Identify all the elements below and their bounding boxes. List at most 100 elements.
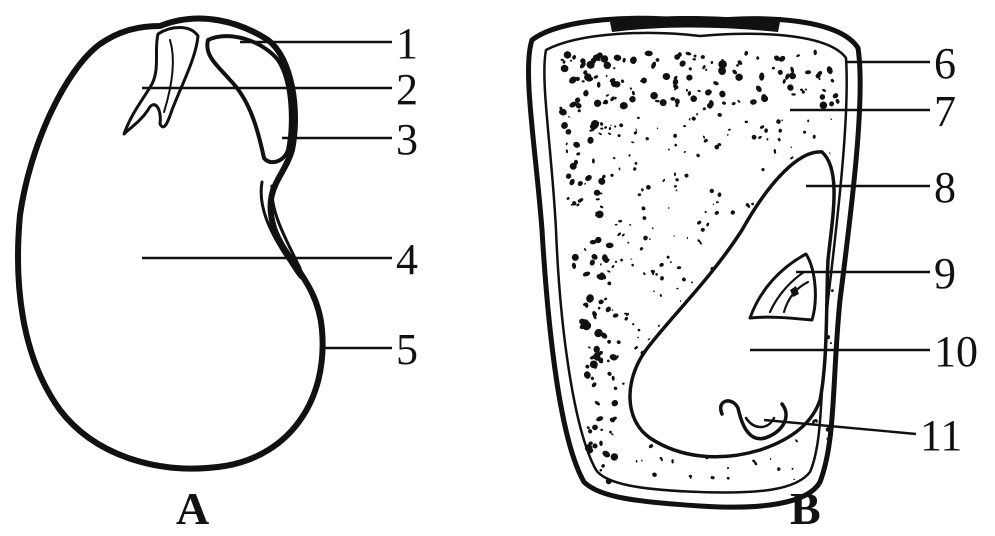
endosperm-speckle	[584, 174, 593, 183]
endosperm-speckle	[604, 126, 608, 130]
endosperm-speckle	[830, 289, 834, 293]
endosperm-speckle	[691, 116, 697, 122]
endosperm-speckle	[641, 206, 646, 211]
endosperm-speckle	[813, 49, 817, 55]
endosperm-speckle	[638, 193, 642, 196]
endosperm-speckle	[627, 241, 629, 243]
endosperm-speckle	[635, 128, 637, 131]
endosperm-speckle	[577, 180, 584, 187]
endosperm-speckle	[674, 172, 676, 176]
endosperm-speckle	[696, 153, 701, 158]
panel-a-caption: A	[176, 483, 209, 534]
endosperm-speckle	[796, 54, 801, 58]
endosperm-speckle	[716, 201, 720, 204]
endosperm-speckle	[761, 168, 765, 172]
endosperm-speckle	[565, 142, 568, 145]
endosperm-speckle	[805, 70, 811, 74]
label-6: 6	[934, 39, 956, 88]
endosperm-speckle	[595, 198, 599, 201]
endosperm-speckle	[649, 238, 651, 240]
endosperm-speckle	[659, 98, 668, 107]
endosperm-speckle	[659, 294, 662, 298]
endosperm-speckle	[778, 128, 782, 133]
endosperm-speckle	[595, 415, 604, 422]
endosperm-speckle	[722, 101, 727, 105]
endosperm-speckle	[591, 381, 598, 388]
label-10: 10	[934, 327, 978, 376]
endosperm-speckle	[820, 94, 825, 100]
endosperm-speckle	[727, 467, 730, 470]
label-9: 9	[934, 249, 956, 298]
corn-cotyledon	[630, 152, 834, 457]
endosperm-speckle	[585, 364, 590, 369]
endosperm-speckle	[613, 386, 618, 391]
endosperm-speckle	[737, 99, 741, 103]
endosperm-speckle	[744, 50, 749, 56]
endosperm-speckle	[587, 137, 593, 144]
endosperm-speckle	[675, 189, 677, 191]
endosperm-speckle	[597, 82, 601, 88]
endosperm-speckle	[826, 66, 834, 75]
endosperm-speckle	[755, 84, 763, 93]
endosperm-speckle	[628, 154, 631, 157]
endosperm-speckle	[676, 288, 678, 290]
endosperm-speckle	[714, 210, 720, 215]
endosperm-speckle	[611, 265, 615, 269]
endosperm-speckle	[697, 90, 701, 93]
endosperm-speckle	[592, 158, 595, 163]
endosperm-speckle	[675, 178, 679, 182]
endosperm-speckle	[588, 346, 592, 349]
endosperm-speckle	[751, 202, 754, 205]
endosperm-speckle	[703, 135, 706, 139]
endosperm-speckle	[758, 135, 763, 139]
endosperm-speckle	[645, 184, 652, 191]
endosperm-speckle	[613, 54, 621, 61]
endosperm-speckle	[670, 261, 673, 263]
endosperm-speckle	[613, 157, 616, 160]
endosperm-speckle	[561, 59, 564, 61]
label-1: 1	[396, 19, 418, 68]
endosperm-speckle	[620, 102, 628, 110]
endosperm-speckle	[710, 61, 713, 65]
endosperm-speckle	[655, 58, 659, 62]
endosperm-speckle	[571, 54, 576, 60]
endosperm-speckle	[790, 156, 794, 160]
endosperm-speckle	[680, 300, 682, 302]
endosperm-speckle	[570, 252, 580, 262]
endosperm-speckle	[651, 472, 657, 478]
endosperm-speckle	[835, 98, 840, 104]
endosperm-speckle	[645, 50, 653, 56]
endosperm-speckle	[600, 263, 602, 265]
endosperm-speckle	[705, 69, 707, 71]
endosperm-speckle	[777, 69, 784, 76]
endosperm-speckle	[565, 172, 573, 180]
endosperm-speckle	[624, 316, 629, 321]
endosperm-speckle	[584, 182, 586, 185]
endosperm-speckle	[657, 127, 659, 129]
endosperm-speckle	[594, 190, 601, 196]
endosperm-speckle	[689, 94, 698, 103]
endosperm-speckle	[790, 66, 795, 73]
endosperm-speckle	[642, 216, 647, 221]
endosperm-speckle	[759, 125, 764, 130]
endosperm-speckle	[696, 220, 702, 226]
endosperm-speckle	[700, 227, 706, 233]
endosperm-speckle	[613, 67, 616, 69]
endosperm-speckle	[634, 162, 638, 166]
endosperm-speckle	[610, 453, 618, 461]
endosperm-speckle	[571, 262, 576, 269]
endosperm-speckle	[686, 74, 693, 81]
endosperm-speckle	[618, 220, 622, 223]
endosperm-speckle	[641, 459, 643, 461]
endosperm-speckle	[599, 440, 603, 446]
endosperm-speckle	[629, 56, 638, 65]
endosperm-speckle	[599, 122, 603, 127]
label-8: 8	[934, 163, 956, 212]
endosperm-speckle	[677, 266, 682, 270]
endosperm-speckle	[599, 469, 602, 472]
endosperm-speckle	[706, 222, 710, 227]
endosperm-speckle	[642, 235, 648, 241]
endosperm-speckle	[564, 128, 572, 136]
endosperm-speckle	[598, 307, 601, 310]
endosperm-speckle	[807, 119, 809, 122]
